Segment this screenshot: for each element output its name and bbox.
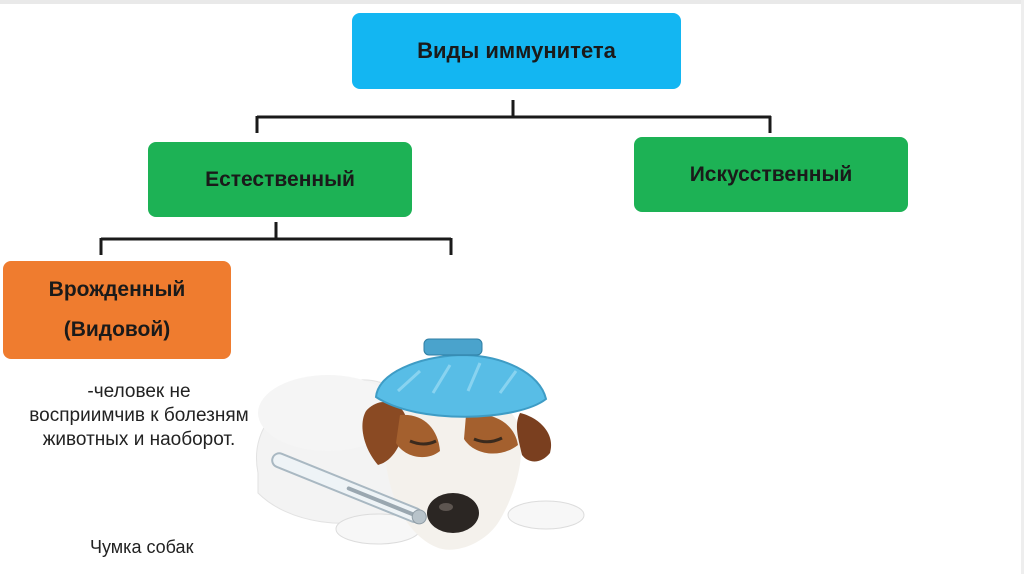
natural-immunity-node: Естественный — [148, 142, 412, 217]
innate-immunity-label: Врожденный — [49, 270, 186, 310]
dog-nose-highlight — [439, 503, 453, 511]
dog-right-ear — [517, 413, 551, 462]
description-line-2: восприимчив к болезням — [29, 405, 248, 426]
root-node-label: Виды иммунитета — [417, 38, 616, 64]
dog-right-paw — [508, 501, 584, 529]
ice-bag-cap — [424, 339, 482, 355]
dog-nose — [427, 493, 479, 533]
description-line-1: -человек не — [87, 381, 190, 402]
natural-immunity-label: Естественный — [205, 168, 355, 192]
description-line-3: животных и наоборот. — [43, 429, 236, 450]
innate-immunity-node: Врожденный (Видовой) — [3, 261, 231, 359]
sick-dog-image — [228, 333, 600, 569]
artificial-immunity-node: Искусственный — [634, 137, 908, 212]
artificial-immunity-label: Искусственный — [690, 163, 853, 187]
photo-caption: Чумка собак — [90, 537, 193, 558]
root-node-immunity-types: Виды иммунитета — [352, 13, 681, 89]
innate-immunity-sublabel: (Видовой) — [64, 310, 171, 350]
